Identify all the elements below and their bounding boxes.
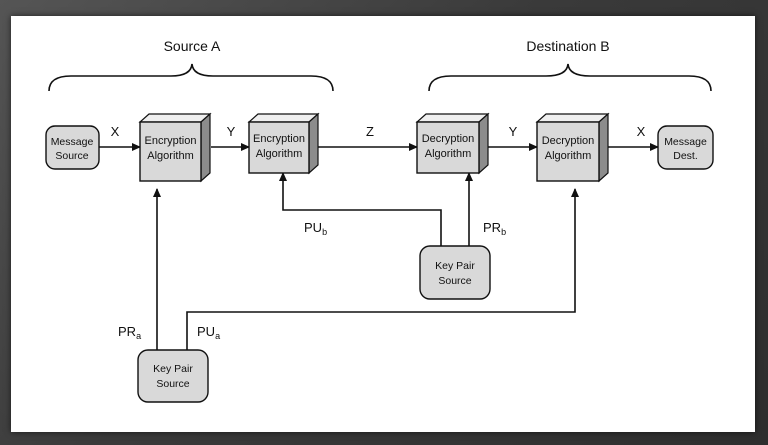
edge-label-z: Z [366, 124, 374, 139]
decryption-algorithm-box-1: Decryption Algorithm [415, 112, 490, 175]
edge-label-y-dest: Y [509, 124, 518, 139]
svg-text:Algorithm: Algorithm [545, 150, 591, 162]
key-label-pr-b: PRb [483, 220, 506, 237]
svg-text:Source: Source [156, 378, 189, 390]
svg-text:Encryption: Encryption [145, 135, 197, 147]
group-label-destination: Destination B [526, 38, 609, 54]
edge-label-x-out: X [637, 124, 646, 139]
svg-text:Decryption: Decryption [542, 135, 595, 147]
key-pair-source-b-box: Key Pair Source [419, 245, 491, 300]
svg-text:Message: Message [51, 136, 94, 148]
encryption-algorithm-box-1: Encryption Algorithm [138, 112, 212, 183]
destination-brace [428, 63, 712, 92]
line-pu-a [186, 188, 579, 358]
diagram-frame: Source A Destination B X Y Z Y X [11, 16, 755, 432]
decryption-algorithm-box-2: Decryption Algorithm [535, 112, 610, 183]
svg-text:Source: Source [438, 275, 471, 287]
key-label-pr-a: PRa [118, 324, 141, 341]
key-pair-source-a-box: Key Pair Source [137, 349, 209, 403]
edge-label-x-in: X [111, 124, 120, 139]
key-label-pu-a: PUa [197, 324, 220, 341]
encryption-algorithm-box-2: Encryption Algorithm [247, 112, 320, 175]
svg-text:Algorithm: Algorithm [425, 148, 471, 160]
source-brace [48, 63, 334, 92]
edge-label-y-mid: Y [227, 124, 236, 139]
line-pu-b [279, 172, 442, 246]
svg-text:Key Pair: Key Pair [153, 363, 193, 375]
diagram-canvas: Source A Destination B X Y Z Y X [45, 38, 714, 403]
svg-text:Algorithm: Algorithm [147, 150, 193, 162]
svg-text:Encryption: Encryption [253, 133, 305, 145]
svg-text:Algorithm: Algorithm [256, 148, 302, 160]
key-label-pu-b: PUb [304, 220, 327, 237]
svg-text:Dest.: Dest. [673, 150, 698, 162]
svg-text:Source: Source [55, 150, 88, 162]
group-label-source: Source A [164, 38, 221, 54]
message-source-box: Message Source [45, 125, 100, 170]
svg-text:Message: Message [664, 136, 707, 148]
svg-text:Decryption: Decryption [422, 133, 475, 145]
svg-text:Key Pair: Key Pair [435, 260, 475, 272]
message-dest-box: Message Dest. [657, 125, 714, 170]
